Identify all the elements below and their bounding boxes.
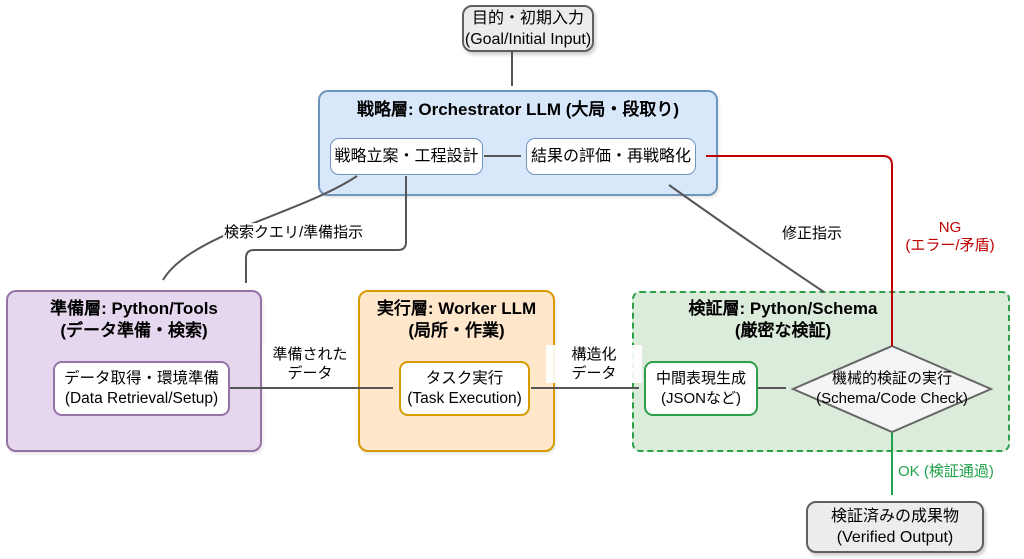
evaluate-node: 結果の評価・再戦略化 (526, 138, 696, 175)
edge-label-prepared-data-line2: データ (287, 365, 333, 382)
execution-layer-title: 実行層: Worker LLM (局所・作業) (358, 298, 555, 342)
data-retrieval-node-subtitle: (Data Retrieval/Setup) (64, 389, 219, 407)
intermediate-representation-title: 中間表現生成 (655, 369, 746, 387)
verification-layer-title-line2: (厳密な検証) (734, 321, 832, 340)
goal-input-subtitle: (Goal/Initial Input) (464, 30, 592, 48)
preparation-layer-title-line1: 準備層: Python/Tools (50, 299, 218, 318)
plan-node: 戦略立案・工程設計 (330, 138, 483, 175)
verified-output-title: 検証済みの成果物 (830, 508, 959, 525)
verification-layer-title-line1: 検証層: Python/Schema (688, 299, 878, 318)
intermediate-representation-node: 中間表現生成 (JSONなど) (644, 361, 758, 416)
task-execution-node-title: タスク実行 (425, 369, 504, 387)
data-retrieval-node-title: データ取得・環境準備 (63, 369, 219, 387)
edge-label-structured-data: 構造化 データ (546, 345, 642, 383)
mechanical-check-label-line2: (Schema/Code Check) (816, 390, 968, 407)
edge-label-prepared-data: 準備された データ (262, 345, 358, 383)
verification-layer-title: 検証層: Python/Schema (厳密な検証) (633, 298, 933, 342)
edge-label-ng-line2: (エラー/矛盾) (905, 237, 995, 254)
edge-label-structured-data-line1: 構造化 (571, 346, 617, 363)
execution-layer-title-line2: (局所・作業) (408, 321, 505, 340)
plan-node-label: 戦略立案・工程設計 (334, 147, 479, 165)
task-execution-node-subtitle: (Task Execution) (407, 389, 522, 407)
execution-layer-title-line1: 実行層: Worker LLM (376, 299, 537, 318)
mechanical-check-label: 機械的検証の実行 (Schema/Code Check) (790, 369, 994, 409)
intermediate-representation-subtitle: (JSONなど) (661, 389, 741, 407)
edge-label-prepared-data-line1: 準備された (272, 346, 348, 363)
mechanical-check-label-line1: 機械的検証の実行 (831, 370, 952, 387)
strategy-layer-title: 戦略層: Orchestrator LLM (大局・段取り) (356, 100, 680, 119)
edge-label-revision: 修正指示 (781, 224, 844, 243)
verified-output-subtitle: (Verified Output) (836, 529, 954, 546)
evaluate-node-label: 結果の評価・再戦略化 (530, 147, 691, 165)
edge-label-search-query: 検索クエリ/準備指示 (223, 223, 365, 242)
edge-label-ng-line1: NG (938, 219, 962, 236)
preparation-layer-title: 準備層: Python/Tools (データ準備・検索) (6, 298, 262, 342)
goal-input-title: 目的・初期入力 (471, 9, 584, 27)
task-execution-node: タスク実行 (Task Execution) (399, 361, 530, 416)
data-retrieval-node: データ取得・環境準備 (Data Retrieval/Setup) (53, 361, 230, 416)
preparation-layer-title-line2: (データ準備・検索) (60, 321, 208, 340)
edge-label-structured-data-line2: データ (571, 365, 617, 382)
goal-input-node: 目的・初期入力 (Goal/Initial Input) (462, 5, 594, 52)
edge-label-ng: NG (エラー/矛盾) (894, 219, 1006, 255)
edge-label-ok: OK (検証通過) (898, 463, 994, 480)
verified-output-node: 検証済みの成果物 (Verified Output) (806, 501, 984, 553)
